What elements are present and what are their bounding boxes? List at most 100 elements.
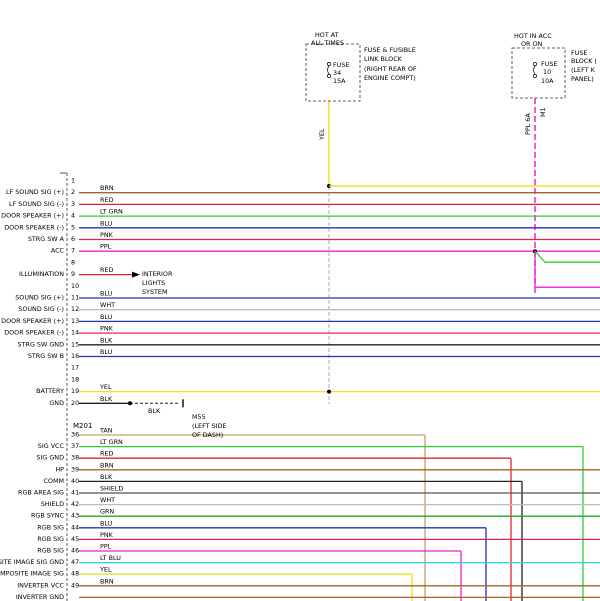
- wire-color-label: WHT: [100, 301, 115, 309]
- pin-label: DOOR SPEAKER (+): [1, 317, 64, 325]
- fuse2-desc-1: FUSE: [571, 49, 587, 57]
- ground-wire-label: BLK: [148, 407, 161, 415]
- pin-row: 43 RGB SYNC GRN: [31, 508, 114, 520]
- fuse1-desc-2: LINK BLOCK: [364, 55, 403, 63]
- pin-label: DOOR SPEAKER (-): [4, 223, 64, 231]
- pin-row: 17: [71, 364, 79, 372]
- pin-label: DOOR SPEAKER (+): [1, 212, 64, 220]
- pin-number: 39: [71, 465, 79, 473]
- wire-color-label: BRN: [100, 577, 114, 585]
- pin-label: ACC: [51, 247, 65, 255]
- wire-color-label: WHT: [100, 496, 115, 504]
- pin-number: 45: [71, 535, 79, 543]
- fuse2-wire-id: M1: [539, 107, 547, 117]
- pin-label: INVERTER GND: [16, 593, 64, 601]
- fuse2-wire-label: PPL 6A: [524, 113, 532, 135]
- fuse-icon: [533, 62, 537, 78]
- pin-label: COMPOSITE IMAGE SIG: [0, 570, 64, 578]
- wire-color-label: RED: [100, 450, 113, 458]
- pin-label: SHIELD: [41, 500, 64, 508]
- pin-label: INVERTER VCC: [17, 581, 64, 589]
- pin-number: 6: [71, 235, 75, 243]
- pin-number: 42: [71, 500, 79, 508]
- wire-color-label: BRN: [100, 461, 114, 469]
- pin-number: 37: [71, 442, 79, 450]
- wire-color-label: SHIELD: [100, 485, 123, 493]
- wire-color-label: BLU: [100, 348, 113, 356]
- pin-label: COMM: [43, 477, 64, 485]
- pin-number: 2: [71, 188, 75, 196]
- wire-color-label: PNK: [100, 231, 114, 239]
- fuse1-rating: 15A: [333, 77, 346, 85]
- fuse1-heading-2: ALL TIMES: [311, 39, 344, 47]
- pin-label: SOUND SIG (-): [18, 305, 64, 313]
- fuse1-number: 34: [333, 69, 341, 77]
- pin-number: 1: [71, 177, 75, 185]
- pin-number: 48: [71, 570, 79, 578]
- pin-number: 20: [71, 399, 79, 407]
- pin-label: STRG SW GND: [18, 340, 65, 348]
- wire-color-label: GRN: [100, 508, 114, 516]
- pin-number: 49: [71, 581, 79, 589]
- pin-row: 2LF SOUND SIG (+)BRN: [6, 184, 114, 196]
- illum-line-1: INTERIOR: [142, 270, 173, 278]
- illum-line-3: SYSTEM: [142, 288, 167, 296]
- fuse1-desc-4: ENGINE COMPT): [364, 74, 416, 82]
- wire-color-label: BLU: [100, 313, 113, 321]
- pin-number: 11: [71, 294, 79, 302]
- wire-color-label: BLU: [100, 519, 113, 527]
- pin-row: INVERTER GND: [16, 593, 64, 601]
- pin-number: 5: [71, 223, 75, 231]
- pin-number: 13: [71, 317, 79, 325]
- pin-number: 44: [71, 523, 79, 531]
- pin-label: GND: [49, 399, 64, 407]
- wire-color-label: LT BLU: [100, 554, 121, 562]
- arrow-icon: [132, 271, 140, 278]
- pin-label: BATTERY: [36, 387, 64, 395]
- pin-row: 45 RGB SIG PNK: [37, 531, 113, 543]
- splice-dot: [327, 389, 331, 394]
- pin-label: RGB SIG: [37, 535, 64, 543]
- pin-label: LF SOUND SIG (-): [9, 200, 64, 208]
- pin-label: RGB SYNC: [31, 512, 65, 520]
- pin-label: SOUND SIG (+): [15, 294, 64, 302]
- fuse-icon: [327, 62, 331, 78]
- fuse1-desc-3: (RIGHT REAR OF: [364, 65, 417, 73]
- wire-color-label: YEL: [99, 566, 112, 574]
- fuse2-desc-2: BLOCK (: [571, 57, 597, 65]
- pin-row: 40 COMM BLK: [43, 473, 112, 485]
- pin-label: LF SOUND SIG (+): [6, 188, 64, 196]
- wire-color-label: RED: [100, 266, 113, 274]
- pin-row: 1: [71, 177, 75, 185]
- pin-number: 40: [71, 477, 79, 485]
- pin-number: 17: [71, 364, 79, 372]
- illum-line-2: LIGHTS: [142, 279, 165, 287]
- acc-branch-wire: [534, 251, 600, 288]
- pin-label: RGB SIG: [37, 523, 64, 531]
- wire-color-label: BLK: [100, 473, 113, 481]
- connector-m201: M201: [60, 172, 92, 601]
- pin-number: 15: [71, 340, 79, 348]
- pin-number: 36: [71, 431, 79, 439]
- pin-number: 43: [71, 512, 79, 520]
- pin-number: 9: [71, 270, 75, 278]
- pin-label: HP: [55, 465, 64, 473]
- pin-row: 39 HP BRN: [55, 461, 113, 473]
- pin-row: 49 INVERTER VCC BRN: [17, 577, 114, 589]
- connector-label: M201: [73, 422, 92, 430]
- wire-color-label: PNK: [100, 531, 114, 539]
- pin-number: 4: [71, 212, 75, 220]
- wire-color-label: RED: [100, 196, 113, 204]
- pin-number: 12: [71, 305, 79, 313]
- wire-color-label: BLK: [100, 336, 113, 344]
- fuse1-label: FUSE: [333, 61, 349, 69]
- pin-row: 10: [71, 282, 79, 290]
- pin-number: 10: [71, 282, 79, 290]
- pin-number: 3: [71, 200, 75, 208]
